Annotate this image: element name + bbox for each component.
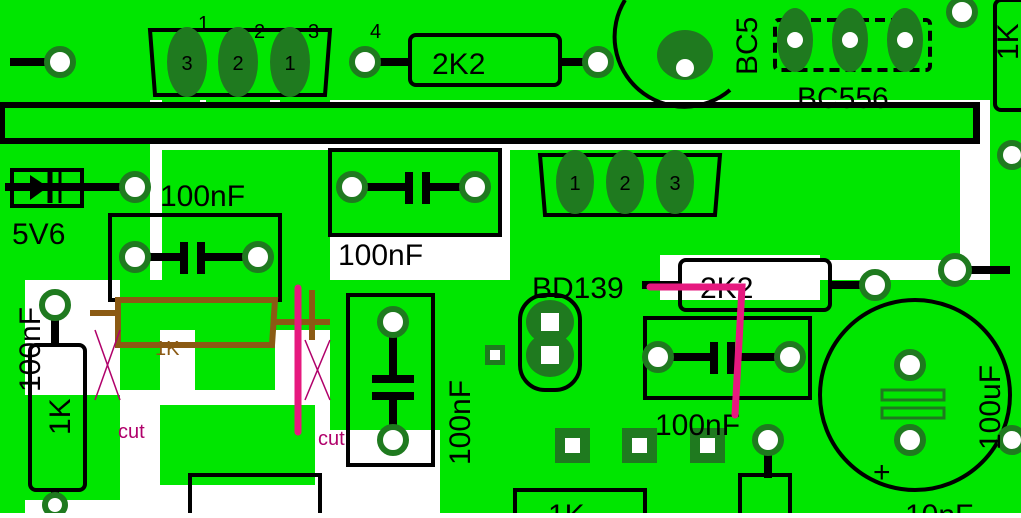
zener-diode [10, 168, 84, 208]
transistor-bd139-outline [537, 153, 723, 217]
label-transistor-bc5: BC5 [731, 17, 764, 75]
oval-pad-holes [541, 32, 913, 364]
pad [42, 492, 68, 518]
pad-number: 1 [569, 173, 580, 195]
label-cap-100nf-right: 100nF [655, 409, 740, 442]
pad [459, 171, 491, 203]
mod-cut-label-right: cut [318, 428, 345, 450]
mod-added-wires [294, 283, 746, 436]
label-zener-5v6: 5V6 [12, 218, 65, 251]
capacitor-plates [180, 172, 735, 400]
pad [894, 424, 926, 456]
pin-number: 2 [254, 21, 265, 43]
round-pads [39, 0, 1021, 518]
label-resistor-1k-bottom: 1K [548, 499, 585, 513]
pad-number: 1 [284, 53, 295, 75]
pad [377, 424, 409, 456]
right-resistor-outline [993, 0, 1021, 112]
mod-cut-label-left: cut [118, 421, 145, 443]
label-elko-100uf: 100uF [974, 365, 1007, 450]
pin-number: 3 [308, 21, 319, 43]
pad [119, 171, 151, 203]
pin-number: 4 [370, 21, 381, 43]
elko-outline [818, 298, 1012, 492]
regulator-outline [147, 28, 333, 97]
label-resistor-2k2-top: 2K2 [432, 48, 485, 81]
label-resistor-1k-right: 1K [992, 23, 1021, 60]
label-transistor-bc556: BC556 [797, 82, 889, 115]
label-cap-100nf-vertical: 100nF [444, 380, 477, 465]
pad [997, 425, 1021, 455]
pad [938, 253, 972, 287]
label-resistor-1k-left: 1K [44, 398, 77, 435]
pad-number-labels: 3 2 1 1 2 3 [181, 53, 680, 195]
pad [336, 171, 368, 203]
label-cap-100nf-left: 100nF [14, 307, 47, 392]
pad [377, 306, 409, 338]
pad-number: 3 [181, 53, 192, 75]
pad [774, 341, 806, 373]
mod-resistor-value: 1K [155, 338, 180, 360]
pad-number: 3 [669, 173, 680, 195]
pad-number: 2 [619, 173, 630, 195]
label-transistor-bd139: BD139 [532, 272, 624, 305]
pad [997, 140, 1021, 170]
mod-cut-marks [94, 329, 331, 401]
resistor-1k-bottom-outline [513, 488, 647, 518]
pad [859, 269, 891, 301]
mod-added-resistor [90, 290, 330, 348]
pad [894, 349, 926, 381]
pin-number: 1 [198, 13, 209, 35]
ground-bus-inner [5, 108, 973, 138]
pad [44, 46, 76, 78]
pad-number: 2 [232, 53, 243, 75]
pad [752, 424, 784, 456]
pad [39, 289, 71, 321]
square-pads [485, 345, 725, 463]
bd139-pad-pair-outline [518, 293, 582, 392]
transistor-bc5-outline [612, 0, 732, 109]
oval-pads [167, 8, 923, 377]
label-cap-100nf-mid: 100nF [338, 239, 423, 272]
copper-gaps [120, 100, 990, 513]
elko-polarity-marks [880, 388, 946, 420]
pad [582, 46, 614, 78]
pad [642, 341, 674, 373]
label-elko-plus: + [873, 456, 891, 489]
pin-number-labels: 1 2 3 4 [198, 13, 381, 43]
pad [119, 241, 151, 273]
component-labels: 2K2 BC5 BC556 1K 100nF 5V6 100nF 100nF 1… [12, 17, 1021, 518]
cap-100nf-mid-outline [328, 148, 502, 237]
pad [349, 46, 381, 78]
label-cap-100nf-top-left: 100nF [160, 180, 245, 213]
pad [946, 0, 978, 28]
pad [242, 241, 274, 273]
cap-100nf-vertical-outline [346, 293, 435, 467]
label-cap-10nf-bottom: 10nF [905, 499, 973, 513]
